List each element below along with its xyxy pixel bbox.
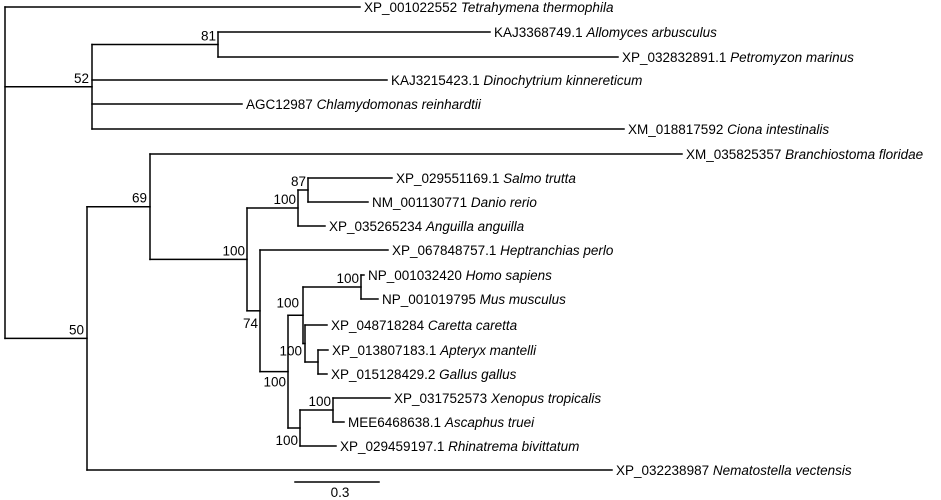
taxon-label-tetrahymena: XP_001022552 Tetrahymena thermophila <box>364 0 614 15</box>
taxon-label-petromyzon: XP_032832891.1 Petromyzon marinus <box>622 50 854 65</box>
species-label: Anguilla anguilla <box>425 219 525 234</box>
species-label: Apteryx mantelli <box>439 343 537 358</box>
accession-label: XP_032238987 <box>616 463 709 478</box>
taxon-label-dinochytrium: KAJ3215423.1 Dinochytrium kinnereticum <box>391 73 642 88</box>
taxon-label-ciona: XM_018817592 Ciona intestinalis <box>628 122 829 137</box>
species-label: Chlamydomonas reinhardtii <box>317 97 482 112</box>
taxon-label-homo: NP_001032420 Homo sapiens <box>368 268 552 283</box>
taxon-label-branchiostoma: XM_035825357 Branchiostoma floridae <box>686 147 923 162</box>
species-label: Branchiostoma floridae <box>785 147 923 162</box>
accession-label: XP_048718284 <box>331 318 425 333</box>
taxon-label-danio: NM_001130771 Danio rerio <box>372 195 537 210</box>
taxon-label-gallus: XP_015128429.2 Gallus gallus <box>331 367 517 382</box>
accession-label: XP_035265234 <box>329 219 423 234</box>
species-label: Homo sapiens <box>466 268 553 283</box>
bootstrap-value: 52 <box>74 71 89 86</box>
species-label: Rhinatrema bivittatum <box>448 439 579 454</box>
species-label: Tetrahymena thermophila <box>461 0 614 15</box>
bootstrap-value: 100 <box>279 344 302 359</box>
accession-label: XP_013807183.1 <box>332 343 436 358</box>
accession-label: XP_015128429.2 <box>331 367 435 382</box>
species-label: Ascaphus truei <box>444 415 535 430</box>
bootstrap-value: 100 <box>263 375 286 390</box>
taxon-label-allomyces: KAJ3368749.1 Allomyces arbusculus <box>494 25 717 40</box>
species-label: Dinochytrium kinnereticum <box>483 73 642 88</box>
taxon-label-caretta: XP_048718284 Caretta caretta <box>331 318 518 333</box>
species-label: Gallus gallus <box>439 367 517 382</box>
bootstrap-value: 100 <box>222 243 245 258</box>
taxon-label-mus: NP_001019795 Mus musculus <box>382 292 566 307</box>
taxon-label-anguilla: XP_035265234 Anguilla anguilla <box>329 219 525 234</box>
species-label: Xenopus tropicalis <box>490 391 602 406</box>
accession-label: NP_001032420 <box>368 268 462 283</box>
taxon-label-heptranchias: XP_067848757.1 Heptranchias perlo <box>392 243 614 258</box>
accession-label: NM_001130771 <box>372 195 467 210</box>
taxon-label-nematostella: XP_032238987 Nematostella vectensis <box>616 463 852 478</box>
bootstrap-value: 100 <box>276 295 299 310</box>
species-label: Mus musculus <box>480 292 567 307</box>
accession-label: KAJ3215423.1 <box>391 73 480 88</box>
accession-label: NP_001019795 <box>382 292 476 307</box>
accession-label: XP_029551169.1 <box>396 171 499 186</box>
species-label: Nematostella vectensis <box>713 463 852 478</box>
species-label: Caretta caretta <box>428 318 518 333</box>
bootstrap-value: 100 <box>273 192 296 207</box>
species-label: Ciona intestinalis <box>727 122 829 137</box>
species-label: Petromyzon marinus <box>730 50 854 65</box>
accession-label: XP_031752573 <box>394 391 487 406</box>
bootstrap-value: 100 <box>336 271 359 286</box>
bootstrap-value: 87 <box>291 174 306 189</box>
accession-label: XP_067848757.1 <box>392 243 496 258</box>
bootstrap-value: 81 <box>201 29 216 44</box>
accession-label: XM_018817592 <box>628 122 723 137</box>
species-label: Danio rerio <box>471 195 538 210</box>
accession-label: KAJ3368749.1 <box>494 25 583 40</box>
species-label: Heptranchias perlo <box>500 243 614 258</box>
accession-label: XP_001022552 <box>364 0 457 15</box>
taxon-label-xenopus: XP_031752573 Xenopus tropicalis <box>394 391 601 406</box>
accession-label: XP_029459197.1 <box>340 439 444 454</box>
bootstrap-value: 100 <box>308 394 331 409</box>
bootstrap-value: 100 <box>275 433 298 448</box>
accession-label: XM_035825357 <box>686 147 781 162</box>
taxon-label-salmo: XP_029551169.1 Salmo trutta <box>396 171 576 186</box>
accession-label: XP_032832891.1 <box>622 50 726 65</box>
bootstrap-value: 69 <box>132 191 147 206</box>
species-label: Allomyces arbusculus <box>585 25 717 40</box>
accession-label: MEE6468638.1 <box>348 415 441 430</box>
taxon-label-ascaphus: MEE6468638.1 Ascaphus truei <box>348 415 535 430</box>
bootstrap-value: 74 <box>243 316 259 331</box>
accession-label: AGC12987 <box>246 97 313 112</box>
bootstrap-value: 50 <box>69 322 84 337</box>
taxon-label-rhinatrema: XP_029459197.1 Rhinatrema bivittatum <box>340 439 579 454</box>
taxon-label-apteryx: XP_013807183.1 Apteryx mantelli <box>332 343 537 358</box>
species-label: Salmo trutta <box>503 171 576 186</box>
scale-bar-label: 0.3 <box>331 485 350 500</box>
taxon-label-chlamydomonas: AGC12987 Chlamydomonas reinhardtii <box>246 97 482 112</box>
